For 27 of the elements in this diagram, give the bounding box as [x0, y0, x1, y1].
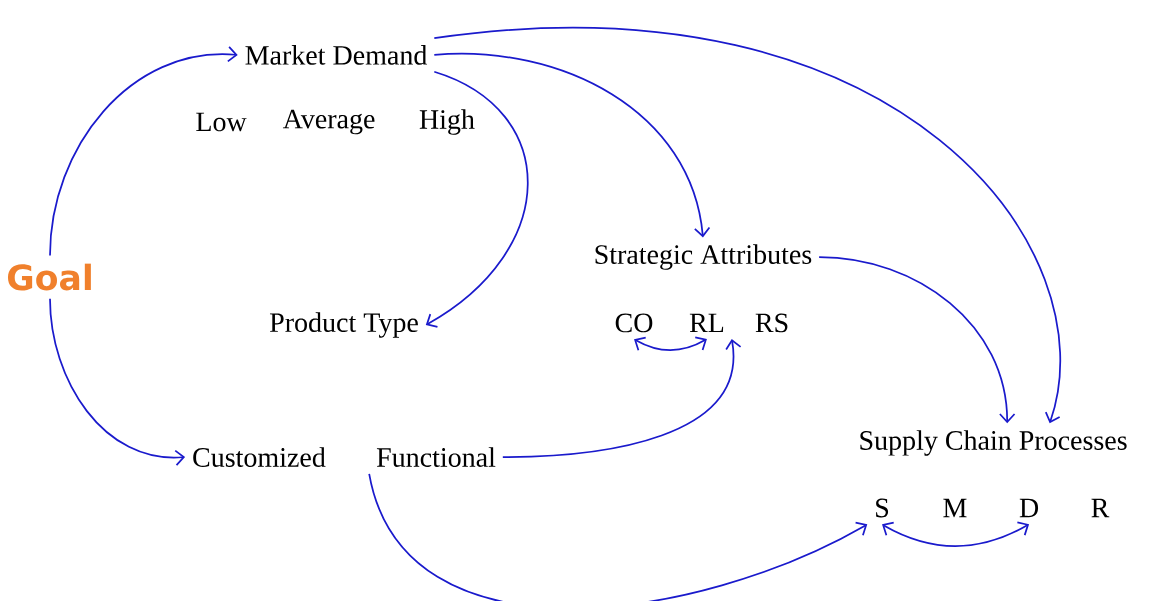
label-text: M: [943, 498, 967, 518]
arrow: [501, 339, 742, 458]
node-text: Functional: [376, 447, 496, 467]
node-text: D: [1019, 498, 1039, 518]
arrow: [368, 472, 868, 601]
node-text: S: [876, 498, 889, 518]
node-text: Strategic Attributes: [595, 244, 812, 270]
arrow: [882, 521, 1030, 547]
node-text: Market Demand: [245, 45, 428, 65]
arrow: [818, 256, 1016, 424]
arrow: [425, 70, 529, 328]
arrow: [49, 297, 186, 466]
arrow: [433, 52, 711, 238]
label-text: R: [1091, 498, 1110, 518]
arrow: [433, 27, 1061, 424]
label-text: Average: [282, 109, 375, 135]
goal-text: Goal: [7, 263, 91, 291]
label-text: Low: [196, 112, 247, 132]
label-text: High: [419, 109, 475, 135]
node-text: Product Type: [270, 312, 418, 338]
node-text: Customized: [193, 447, 326, 467]
arrow: [49, 45, 238, 257]
node-text: RL: [689, 313, 724, 333]
node-text: CO: [615, 313, 653, 333]
label-text: RS: [755, 313, 788, 333]
node-text: Supply Chain Processes: [860, 430, 1127, 456]
arrow: [634, 336, 707, 352]
